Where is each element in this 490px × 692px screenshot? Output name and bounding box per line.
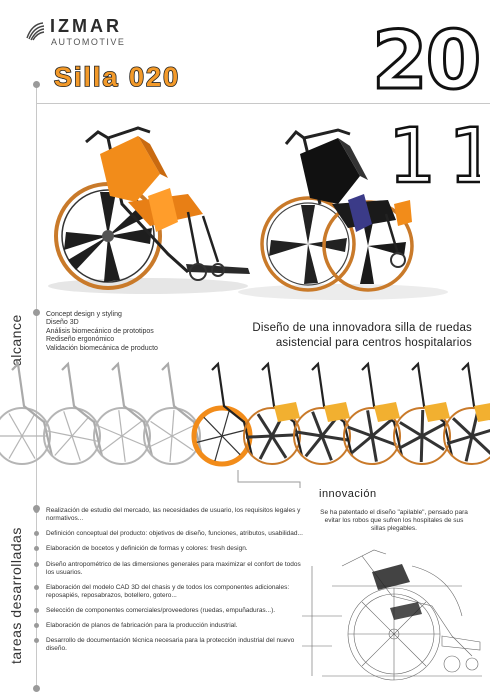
tagline-line-2: asistencial para centros hospitalarios xyxy=(275,337,472,349)
brand-name: IZMAR xyxy=(50,16,122,36)
brand-mark-icon xyxy=(26,22,45,41)
task-item: Desarrollo de documentación técnica nece… xyxy=(34,637,304,653)
scope-item: Análisis biomecánico de prototipos xyxy=(46,327,154,335)
innovation-text: Se ha patentado el diseño "apilable", pe… xyxy=(320,509,468,532)
header-divider xyxy=(36,103,490,104)
bullet-icon xyxy=(34,531,39,537)
chair-black-render xyxy=(260,128,414,292)
sequence-frame xyxy=(393,361,454,465)
model-number: 11 xyxy=(388,120,480,190)
rule-dot-bottom xyxy=(33,685,40,692)
technical-drawing xyxy=(302,549,482,681)
scope-item: Diseño 3D xyxy=(46,319,79,327)
task-item: Selección de componentes comerciales/pro… xyxy=(34,607,304,615)
task-item: Realización de estudio del mercado, las … xyxy=(34,507,304,523)
scope-item: Validación biomecánica de producto xyxy=(46,344,158,352)
innovation-title: innovación xyxy=(319,488,377,500)
sequence-frame xyxy=(243,361,304,465)
bullet-icon xyxy=(34,561,39,567)
task-item: Definición conceptual del producto: obje… xyxy=(34,530,304,538)
project-title: Silla 020 xyxy=(52,60,212,92)
sequence-frame xyxy=(293,361,354,465)
bullet-icon xyxy=(34,607,39,613)
model-number-text: 11 xyxy=(388,120,480,190)
tasks-label: tareas desarrolladas xyxy=(8,527,24,664)
tagline: Diseño de una innovadora silla de ruedas… xyxy=(252,321,472,351)
scope-item: Concept design y styling xyxy=(46,311,122,318)
sheet-number-text: 20 xyxy=(372,22,479,96)
bullet-icon xyxy=(34,584,39,590)
sequence-frame xyxy=(191,361,254,467)
rule-dot-scope xyxy=(33,309,40,316)
sheet-number: 20 xyxy=(372,22,480,96)
chair-orange-render xyxy=(54,126,250,290)
sequence-frame xyxy=(443,361,490,465)
hero-renders xyxy=(48,126,448,300)
task-item: Diseño antropométrico de las dimensiones… xyxy=(34,561,304,577)
sequence-frame xyxy=(343,361,404,465)
design-evolution-sequence xyxy=(0,361,490,488)
tasks-list: Realización de estudio del mercado, las … xyxy=(34,507,304,661)
bullet-icon xyxy=(34,508,39,513)
bullet-icon xyxy=(34,638,39,644)
bullet-icon xyxy=(34,623,39,629)
scope-list: Concept design y styling Diseño 3D Análi… xyxy=(46,311,158,353)
brand-logo: IZMAR AUTOMOTIVE xyxy=(24,16,134,56)
tagline-line-1: Diseño de una innovadora silla de ruedas xyxy=(252,322,472,334)
brand-subtitle: AUTOMOTIVE xyxy=(51,37,126,47)
task-item: Elaboración de planos de fabricación par… xyxy=(34,622,304,630)
sequence-frame xyxy=(93,361,154,465)
sequence-frame xyxy=(0,361,54,465)
rule-dot-top xyxy=(33,81,40,88)
task-item: Elaboración de bocetos y definición de f… xyxy=(34,545,304,553)
project-title-text: Silla 020 xyxy=(54,62,180,92)
task-item: Elaboración del modelo CAD 3D del chasis… xyxy=(34,584,304,600)
scope-item: Rediseño ergonómico xyxy=(46,336,115,344)
left-rule xyxy=(36,84,37,690)
sequence-frame xyxy=(43,361,104,465)
bullet-icon xyxy=(34,546,39,552)
sequence-frame xyxy=(143,361,204,465)
